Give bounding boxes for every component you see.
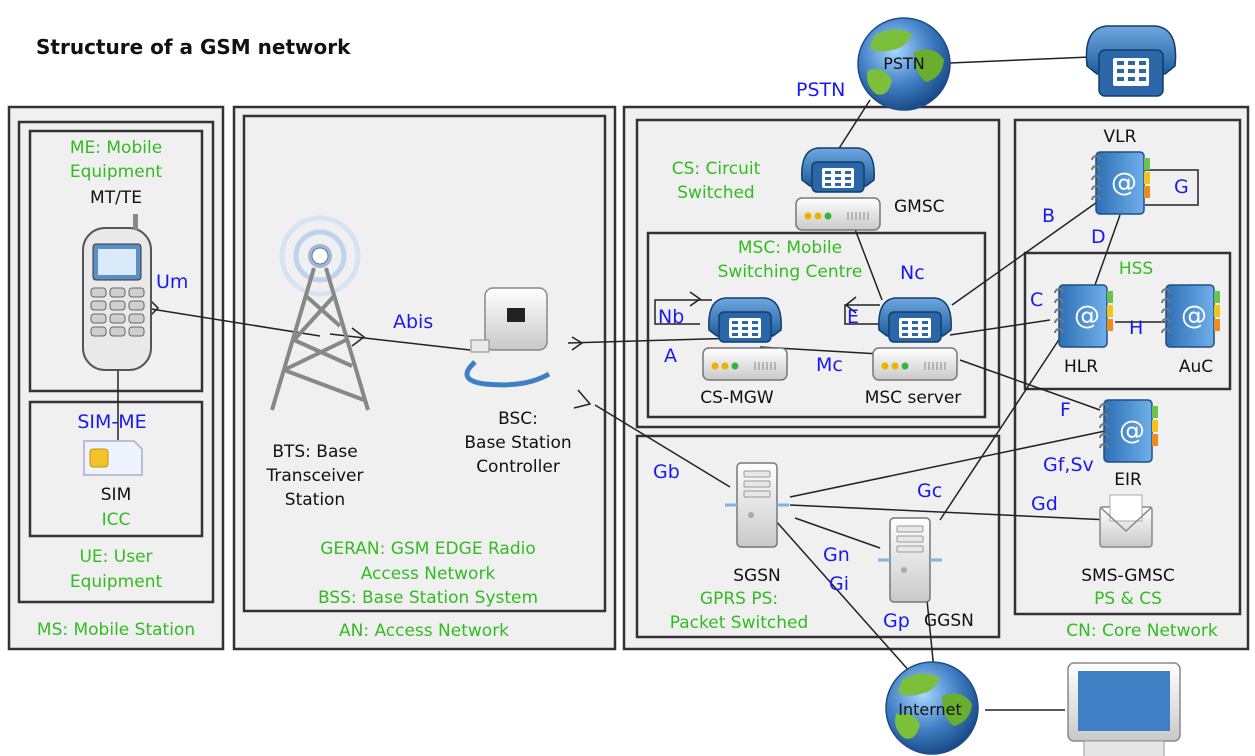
address-book-icon (1054, 284, 1114, 348)
bsc-label-1: BSC: (498, 409, 538, 429)
mobile-phone-icon (82, 214, 152, 371)
interface-gc: Gc (917, 480, 943, 502)
interface-g: G (1174, 176, 1189, 198)
interface-nc: Nc (900, 262, 925, 284)
bts-label-2: Transceiver (266, 466, 364, 486)
auc-label: AuC (1178, 357, 1214, 377)
interface-gf-sv: Gf,Sv (1043, 454, 1094, 476)
geran-label-2: Access Network (360, 564, 496, 584)
interface-nb: Nb (658, 306, 685, 328)
telephone-icon (1085, 25, 1177, 97)
msc-server-label: MSC server (864, 388, 962, 408)
vlr-label: VLR (1103, 127, 1137, 147)
ggsn-label: GGSN (924, 611, 974, 631)
msc-label-2: Switching Centre (717, 262, 863, 282)
geran-label-1: GERAN: GSM EDGE Radio (320, 539, 536, 559)
geran-label-3: BSS: Base Station System (317, 588, 539, 608)
network-socket-icon (464, 287, 551, 388)
me-label-1: ME: Mobile (69, 138, 163, 158)
ue-label-1: UE: User (79, 547, 153, 567)
interface-a: A (664, 345, 677, 367)
interface-gb: Gb (653, 461, 680, 483)
sim-label: SIM (100, 485, 132, 505)
interface-sim-me: SIM-ME (77, 411, 147, 433)
interface-b: B (1042, 205, 1056, 227)
eir-label: EIR (1114, 470, 1142, 490)
interface-gi: Gi (829, 573, 850, 595)
interface-gn: Gn (823, 544, 850, 566)
interface-um: Um (156, 271, 189, 293)
ps-cs-label: PS & CS (1094, 589, 1162, 609)
msc-label-1: MSC: Mobile (737, 238, 843, 258)
interface-abis: Abis (393, 311, 434, 333)
interface-d: D (1091, 226, 1106, 248)
address-book-icon (1099, 399, 1159, 463)
radio-tower-icon (270, 215, 370, 411)
interface-e: E (847, 306, 860, 328)
gprs-label-1: GPRS PS: (699, 589, 779, 609)
interface-gd: Gd (1031, 493, 1058, 515)
gprs-label-2: Packet Switched (669, 613, 809, 633)
desktop-computer-icon (1067, 662, 1181, 756)
sms-gmsc-label: SMS-GMSC (1081, 566, 1175, 586)
sim-card-icon (83, 440, 143, 476)
diagram-title: Structure of a GSM network (36, 35, 351, 59)
interface-f: F (1060, 399, 1071, 421)
bts-label-1: BTS: Base (272, 442, 358, 462)
me-label-2: Equipment (69, 162, 163, 182)
interface-c: C (1030, 289, 1044, 311)
bsc-label-2: Base Station (464, 433, 572, 453)
mt-te-label: MT/TE (90, 188, 142, 208)
interface-mc: Mc (816, 354, 843, 376)
internet-label: Internet (898, 700, 962, 719)
pstn-label: PSTN (883, 54, 925, 73)
cs-label-1: CS: Circuit (671, 159, 761, 179)
bsc-label-3: Controller (476, 457, 560, 477)
cs-mgw-label: CS-MGW (700, 388, 774, 408)
address-book-icon (1091, 151, 1151, 215)
mail-envelope-icon (1099, 494, 1153, 548)
hss-label: HSS (1118, 259, 1154, 279)
gmsc-label: GMSC (894, 197, 945, 217)
ue-label-2: Equipment (69, 572, 163, 592)
sgsn-label: SGSN (733, 566, 781, 586)
an-frame (232, 105, 617, 651)
interface-pstn: PSTN (796, 79, 846, 101)
an-label: AN: Access Network (338, 621, 510, 641)
interface-h: H (1129, 317, 1144, 339)
hlr-label: HLR (1063, 357, 1099, 377)
bts-label-3: Station (284, 490, 346, 510)
ms-label: MS: Mobile Station (36, 620, 196, 640)
icc-label: ICC (101, 510, 131, 530)
interface-gp: Gp (883, 610, 910, 632)
address-book-icon (1161, 284, 1221, 348)
cs-label-2: Switched (677, 183, 755, 203)
cn-label: CN: Core Network (1066, 621, 1218, 641)
